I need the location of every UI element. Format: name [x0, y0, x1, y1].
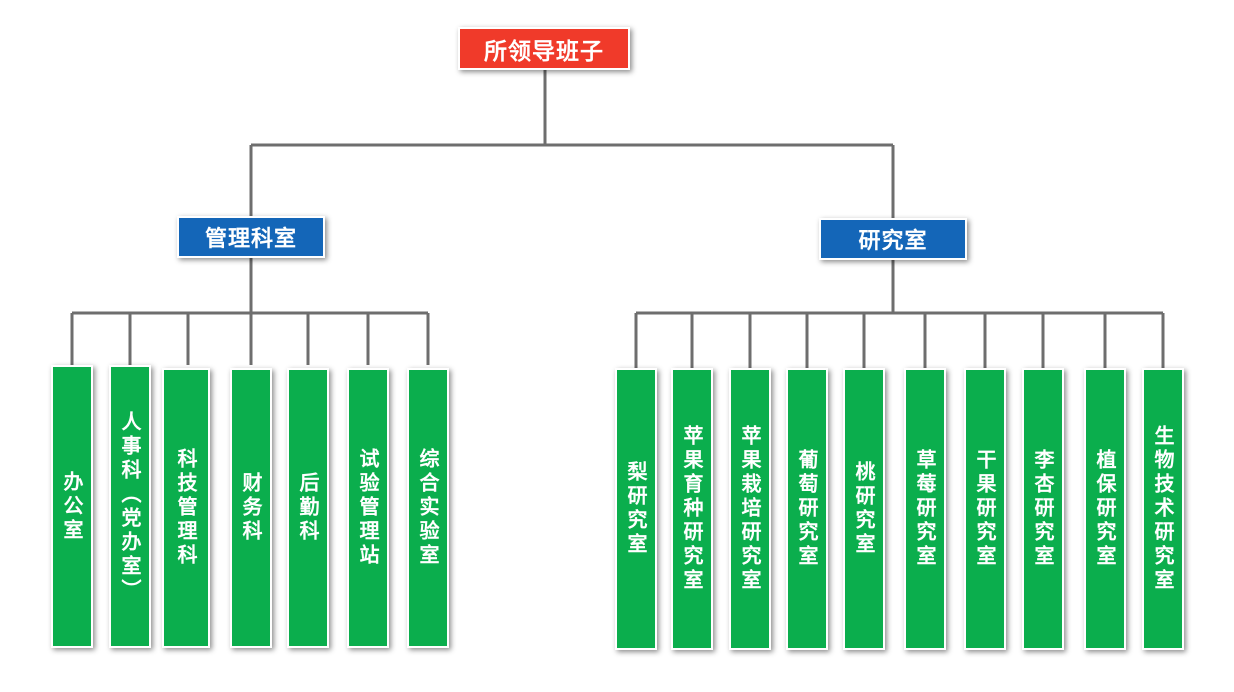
management-unit: 人事科（党办室）: [109, 365, 151, 648]
management-unit: 财务科: [230, 368, 272, 648]
research-unit: 李杏研究室: [1022, 368, 1064, 650]
management-unit: 科技管理科: [162, 368, 210, 648]
research-unit: 干果研究室: [964, 368, 1006, 650]
research-unit: 桃研究室: [843, 368, 885, 650]
management-connector: [70, 258, 430, 365]
research-unit: 苹果育种研究室: [671, 368, 713, 650]
research-unit: 苹果栽培研究室: [729, 368, 771, 650]
root-connector: [249, 68, 895, 220]
research-unit: 草莓研究室: [904, 368, 946, 650]
management-unit: 办公室: [51, 365, 93, 648]
research-unit: 梨研究室: [615, 368, 657, 650]
management-unit: 试验管理站: [347, 368, 389, 648]
research-unit: 葡萄研究室: [786, 368, 828, 650]
management-unit: 综合实验室: [407, 368, 449, 648]
root-node: 所领导班子: [458, 27, 630, 70]
research-node: 研究室: [819, 218, 967, 260]
research-unit: 植保研究室: [1084, 368, 1126, 650]
research-connector: [634, 260, 1165, 368]
research-unit: 生物技术研究室: [1142, 368, 1184, 650]
management-node: 管理科室: [177, 216, 325, 258]
management-unit: 后勤科: [287, 368, 329, 648]
